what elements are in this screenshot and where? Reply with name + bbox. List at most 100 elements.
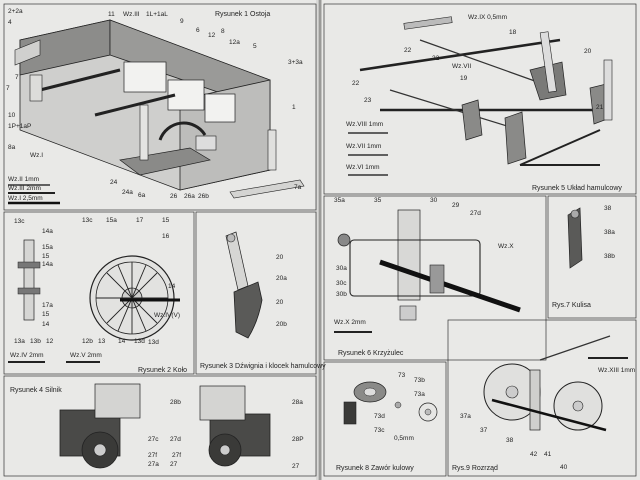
fig6-caption: Rysunek 6 Krzyżulec bbox=[338, 350, 404, 357]
fig6-part-label: 30 bbox=[430, 197, 438, 204]
panel-fig5 bbox=[323, 3, 637, 195]
fig9-part-label: 38 bbox=[506, 437, 514, 444]
fig8-caption: Rysunek 8 Zawór kulowy bbox=[336, 465, 414, 472]
fig1-part-label: 1 bbox=[292, 104, 296, 111]
ball-valve-drawing bbox=[343, 381, 438, 425]
panel-fig9 bbox=[447, 319, 637, 477]
fig5-part-label: 22 bbox=[432, 55, 440, 62]
fig1-part-label: 26a bbox=[184, 193, 195, 200]
fig1-part-label: 3+3a bbox=[288, 59, 303, 66]
fig2-part-label: 13d bbox=[148, 339, 159, 346]
fig2-part-label: 17a bbox=[42, 302, 53, 309]
fig1-part-label: 8a bbox=[8, 144, 16, 151]
fig2-part-label: 15 bbox=[162, 217, 170, 224]
fig7-part-label: 38b bbox=[604, 253, 615, 260]
fig8-part-label: 73d bbox=[374, 413, 385, 420]
fig4-caption: Rysunek 4 Silnik bbox=[10, 387, 62, 394]
fig3-part-label: 20a bbox=[276, 275, 287, 282]
valve-gear-drawing bbox=[483, 335, 628, 432]
fig4-part-label: 27a bbox=[148, 461, 159, 468]
fig2-part-label: 13c bbox=[82, 217, 93, 224]
fig2-part-label: 13b bbox=[30, 338, 41, 345]
fig9-caption: Rys.9 Rozrząd bbox=[452, 465, 498, 472]
fig7-caption: Rys.7 Kulisa bbox=[552, 302, 591, 309]
fig1-thickness-legend: Wz.II 1mm bbox=[8, 176, 40, 183]
fig2-part-label: 14 bbox=[168, 283, 176, 290]
fig1-part-label: 26 bbox=[170, 193, 178, 200]
fig6-part-label: 30a bbox=[336, 265, 347, 272]
fig1-part-label: 24 bbox=[110, 179, 118, 186]
brake-lever-drawing bbox=[225, 231, 263, 339]
fig9-part-label: 42 bbox=[530, 451, 538, 458]
fig1-part-label: Wz.I bbox=[30, 152, 43, 159]
panel-fig2 bbox=[3, 211, 195, 375]
frame-drawing bbox=[8, 19, 305, 205]
fig1-part-label: 8 bbox=[221, 28, 225, 35]
fig5-part-label: Wz.VI 1mm bbox=[346, 164, 380, 171]
fig2-part-label: 15a bbox=[42, 244, 53, 251]
fig4-part-label: 28a bbox=[292, 399, 303, 406]
panel-fig1 bbox=[3, 3, 317, 211]
fig2-part-label: 15 bbox=[42, 253, 50, 260]
fig1-thickness-legend: Wz.III 2mm bbox=[8, 185, 41, 192]
fig5-part-label: 23 bbox=[364, 97, 372, 104]
fig7-part-label: 38a bbox=[604, 229, 615, 236]
fig1-part-label: 24a bbox=[122, 189, 133, 196]
fig1-part-label: 11 bbox=[108, 11, 115, 18]
fig8-part-label: 73 bbox=[398, 372, 406, 379]
fig1-part-label: 9 bbox=[180, 18, 184, 25]
fig1-part-label: 12a bbox=[229, 39, 240, 46]
fig5-part-label: Wz.VIII 1mm bbox=[346, 121, 384, 128]
fig6-part-label: 35 bbox=[374, 197, 382, 204]
fig5-part-label: Wz.VII 1mm bbox=[346, 143, 382, 150]
fig2-part-label: 14 bbox=[42, 321, 50, 328]
fig6-part-label: 30c bbox=[336, 280, 347, 287]
fig2-part-label: 14 bbox=[118, 338, 126, 345]
fig2-part-label: Wz.V 2mm bbox=[70, 352, 102, 359]
fig2-part-label: 17 bbox=[136, 217, 144, 224]
fig7-part-label: 38 bbox=[604, 205, 612, 212]
fig5-part-label: 22 bbox=[404, 47, 412, 54]
panel-fig8 bbox=[323, 361, 447, 477]
fig8-part-label: 73c bbox=[374, 427, 385, 434]
panel-fig3 bbox=[195, 211, 317, 375]
fig4-part-label: 27 bbox=[292, 463, 300, 470]
fig6-part-label: 29 bbox=[452, 202, 460, 209]
fig2-part-label: Wz.IV 2mm bbox=[10, 352, 44, 359]
fig2-part-label: 15 bbox=[42, 311, 50, 318]
fig2-part-label: Wz.IV(V) bbox=[154, 312, 180, 319]
fig6-part-label: 30b bbox=[336, 291, 347, 298]
fig1-caption: Rysunek 1 Ostoja bbox=[215, 11, 271, 18]
fig2-part-label: 13 bbox=[98, 338, 106, 345]
fig5-caption: Rysunek 5 Układ hamulcowy bbox=[532, 185, 622, 192]
fig5-part-label: 22 bbox=[352, 80, 360, 87]
fig6-part-label: 27d bbox=[470, 210, 481, 217]
fig4-part-label: 28b bbox=[170, 399, 181, 406]
fig6-part-label: 35a bbox=[334, 197, 345, 204]
fig1-thickness-legend: Wz.I 2,5mm bbox=[8, 195, 43, 202]
fig5-part-label: 19 bbox=[460, 75, 468, 82]
fig8-part-label: 0,5mm bbox=[394, 435, 414, 442]
fig3-part-label: 20 bbox=[276, 299, 284, 306]
fig3-part-label: 20 bbox=[276, 254, 284, 261]
fig1-part-label: 5 bbox=[253, 43, 257, 50]
panel-fig4 bbox=[3, 375, 317, 477]
fig1-part-label: 6a bbox=[138, 192, 146, 199]
fig3-part-label: 20b bbox=[276, 321, 287, 328]
fig9-part-label: 37 bbox=[480, 427, 488, 434]
fig9-part-label: 37a bbox=[460, 413, 471, 420]
fig6-part-label: Wz.X 2mm bbox=[334, 319, 366, 326]
brake-system-drawing bbox=[348, 16, 613, 176]
panel-fig6 bbox=[323, 195, 547, 361]
fig1-part-label: 4 bbox=[8, 19, 12, 26]
fig2-part-label: 16 bbox=[162, 233, 170, 240]
fig1-part-label: 1L+1aL bbox=[146, 11, 168, 18]
fig1-part-label: 7 bbox=[6, 85, 10, 92]
fig4-part-label: 27f bbox=[148, 452, 158, 459]
fig1-part-label: 7 bbox=[15, 74, 19, 81]
wheel-drawing bbox=[8, 239, 180, 363]
fig2-part-label: 12b bbox=[82, 338, 93, 345]
fig8-part-label: 73b bbox=[414, 377, 425, 384]
crosshead-drawing bbox=[334, 209, 521, 333]
